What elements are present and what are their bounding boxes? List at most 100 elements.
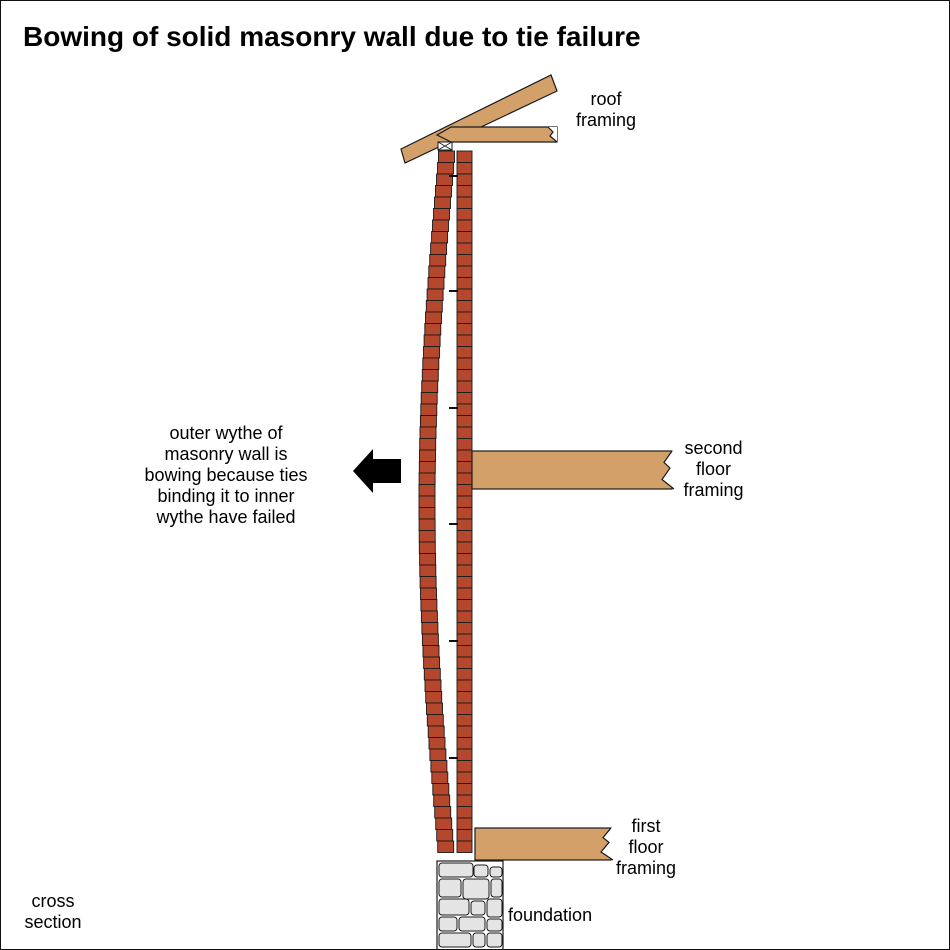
inner-brick — [456, 817, 473, 830]
outer-brick — [431, 231, 449, 244]
outer-brick — [420, 392, 438, 405]
outer-brick — [419, 438, 437, 451]
foundation-stone — [458, 916, 486, 932]
outer-brick — [422, 645, 440, 658]
outer-brick — [434, 196, 451, 209]
inner-brick — [456, 714, 473, 727]
first-floor-framing-label: first floor framing — [615, 816, 677, 878]
inner-brick — [456, 185, 473, 198]
inner-brick — [456, 656, 473, 669]
inner-brick — [456, 472, 473, 485]
second-floor-joist — [471, 450, 676, 490]
outer-brick — [420, 599, 438, 612]
outer-brick — [418, 484, 436, 497]
outer-brick — [432, 783, 450, 796]
roof-framing-label: roof framing — [575, 89, 637, 130]
inner-brick — [456, 242, 473, 255]
outer-brick — [435, 185, 452, 198]
second-floor-joist-body-break-line — [661, 450, 675, 490]
outer-brick — [437, 840, 455, 853]
inner-brick — [456, 495, 473, 508]
outer-brick — [426, 288, 444, 301]
outer-brick — [427, 725, 445, 738]
inner-brick — [456, 449, 473, 462]
foundation-stone — [438, 898, 470, 916]
inner-brick — [456, 357, 473, 370]
outer-brick — [421, 633, 439, 646]
outer-brick — [436, 829, 454, 842]
inner-brick — [456, 254, 473, 267]
foundation-label: foundation — [508, 905, 593, 925]
inner-brick — [456, 219, 473, 232]
ceiling-joist — [435, 126, 558, 143]
foundation-stone — [438, 916, 458, 932]
outer-brick — [419, 449, 436, 462]
outer-brick — [419, 564, 437, 577]
foundation-stone — [438, 878, 462, 898]
outer-brick — [419, 415, 437, 428]
inner-brick — [456, 162, 473, 175]
joist-break-line — [547, 126, 558, 143]
inner-brick — [456, 599, 473, 612]
foundation-stone — [462, 878, 490, 900]
outer-brick — [423, 656, 441, 669]
inner-brick — [456, 737, 473, 750]
outer-brick — [423, 334, 441, 347]
inner-brick — [456, 380, 473, 393]
foundation-stone — [489, 866, 503, 878]
inner-brick — [456, 541, 473, 554]
inner-brick — [456, 622, 473, 635]
inner-brick — [456, 277, 473, 290]
outer-brick — [420, 587, 437, 600]
outer-brick — [418, 495, 436, 508]
outer-brick — [430, 760, 448, 773]
outer-brick — [418, 472, 436, 485]
cross-section-label: cross section — [24, 891, 82, 932]
outer-brick — [426, 702, 443, 715]
inner-brick — [456, 369, 473, 382]
inner-brick — [456, 265, 473, 278]
foundation-stone — [473, 864, 489, 878]
inner-brick — [456, 840, 473, 853]
inner-brick — [456, 668, 473, 681]
outer-brick — [425, 300, 443, 313]
outer-brick — [431, 771, 449, 784]
outer-brick — [420, 610, 438, 623]
outer-brick — [422, 357, 440, 370]
joist-break — [548, 127, 557, 142]
inner-brick — [456, 288, 473, 301]
outer-brick — [428, 737, 446, 750]
inner-brick — [456, 173, 473, 186]
inner-brick — [456, 645, 473, 658]
inner-brick — [456, 323, 473, 336]
inner-brick — [456, 783, 473, 796]
top-plate-x — [437, 141, 453, 151]
outer-brick — [419, 553, 437, 566]
outer-wythe-note: outer wythe of masonry wall is bowing be… — [144, 423, 308, 527]
inner-brick — [456, 507, 473, 520]
outer-brick — [434, 806, 452, 819]
outer-brick — [424, 679, 442, 692]
rafter — [400, 74, 558, 164]
outer-brick — [424, 323, 442, 336]
outer-brick — [429, 748, 447, 761]
inner-brick — [456, 633, 473, 646]
inner-brick — [456, 679, 473, 692]
outer-brick — [418, 507, 436, 520]
outer-brick — [423, 668, 441, 681]
outer-brick — [425, 311, 442, 324]
inner-brick — [456, 403, 473, 416]
outer-brick — [418, 541, 436, 554]
outer-brick — [425, 691, 443, 704]
inner-brick — [456, 576, 473, 589]
inner-brick — [456, 426, 473, 439]
first-floor-joist-body — [474, 827, 612, 861]
second-floor-joist-body — [471, 450, 673, 490]
foundation-stone — [490, 878, 503, 898]
outer-brick — [420, 403, 438, 416]
outer-wythe — [418, 150, 455, 853]
top-plate — [437, 141, 453, 151]
outer-brick — [418, 530, 436, 543]
outer-brick — [430, 242, 448, 255]
